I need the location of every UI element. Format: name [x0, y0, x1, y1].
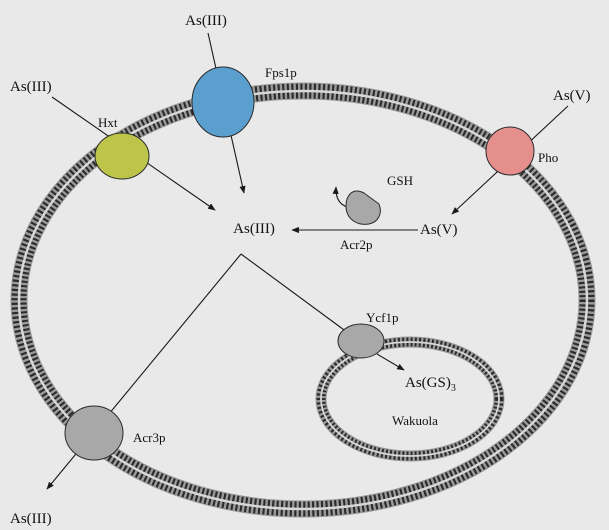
gsh-label: GSH	[387, 173, 413, 188]
ycf1p-label: Ycf1p	[366, 310, 399, 325]
acr3p-label: Acr3p	[133, 430, 166, 445]
as5-right-label: As(V)	[553, 88, 591, 104]
hxt-label: Hxt	[98, 115, 118, 130]
as3-left-label: As(III)	[10, 79, 52, 95]
as5-center-label: As(V)	[420, 222, 458, 238]
as3-top-label: As(III)	[185, 13, 227, 29]
as3-center-label: As(III)	[233, 221, 275, 237]
as3-bottom-label: As(III)	[10, 511, 52, 527]
acr2p-label: Acr2p	[340, 237, 373, 252]
fps1p-label: Fps1p	[265, 65, 297, 80]
acr3p-transporter	[65, 406, 123, 460]
fps1p-transporter	[192, 67, 254, 137]
ycf1p-transporter	[338, 324, 384, 358]
wakuola-label: Wakuola	[392, 413, 438, 428]
pho-label: Pho	[538, 150, 558, 165]
pho-transporter	[486, 127, 534, 175]
hxt-transporter	[95, 133, 149, 179]
